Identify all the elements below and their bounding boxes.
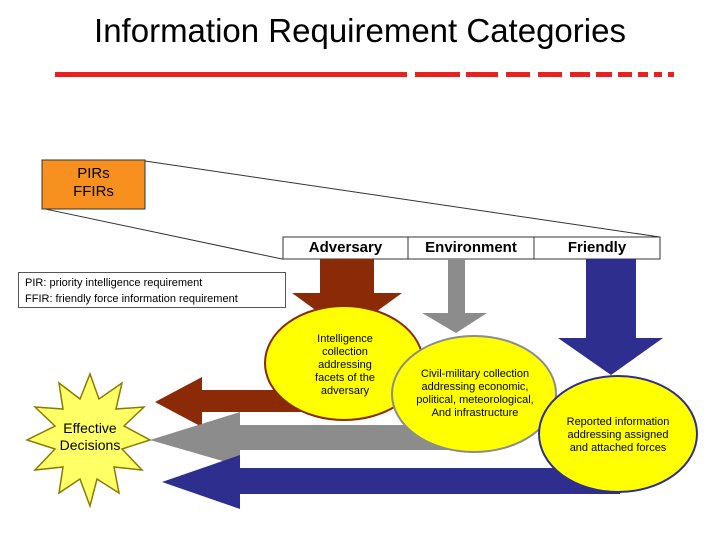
environment-down-arrow <box>422 259 487 333</box>
environment-circle <box>391 335 557 453</box>
friendly-circle-text: Reported information addressing assigned… <box>566 416 670 454</box>
friendly-left-arrow <box>162 455 620 509</box>
friendly-down-arrow <box>558 259 663 375</box>
pir-label: PIRs <box>77 165 110 182</box>
category-environment: Environment <box>425 239 517 256</box>
environment-left-arrow <box>150 412 460 466</box>
legend-pir: PIR: priority intelligence requirement <box>25 277 203 289</box>
category-friendly: Friendly <box>567 239 627 256</box>
pir-box-label: PIRs FFIRs <box>42 165 145 201</box>
legend-box: PIR: priority intelligence requirement F… <box>18 272 286 308</box>
category-bar <box>282 236 661 260</box>
page-title: Information Requirement Categories <box>94 12 626 49</box>
environment-circle-text: Civil-military collection addressing eco… <box>416 368 534 419</box>
category-adversary: Adversary <box>308 239 383 256</box>
adversary-left-arrow <box>155 377 330 427</box>
friendly-circle <box>538 375 698 493</box>
title-rule <box>55 72 674 77</box>
adversary-down-arrow <box>292 259 402 333</box>
legend-ffir: FFIR: friendly force information require… <box>25 293 238 305</box>
star-text: Effective Decisions <box>59 420 121 453</box>
adversary-circle-text: Intelligence collection addressing facet… <box>315 333 375 397</box>
ffir-label: FFIRs <box>73 183 114 200</box>
effective-decisions-star <box>25 371 152 509</box>
pir-box <box>41 159 146 210</box>
